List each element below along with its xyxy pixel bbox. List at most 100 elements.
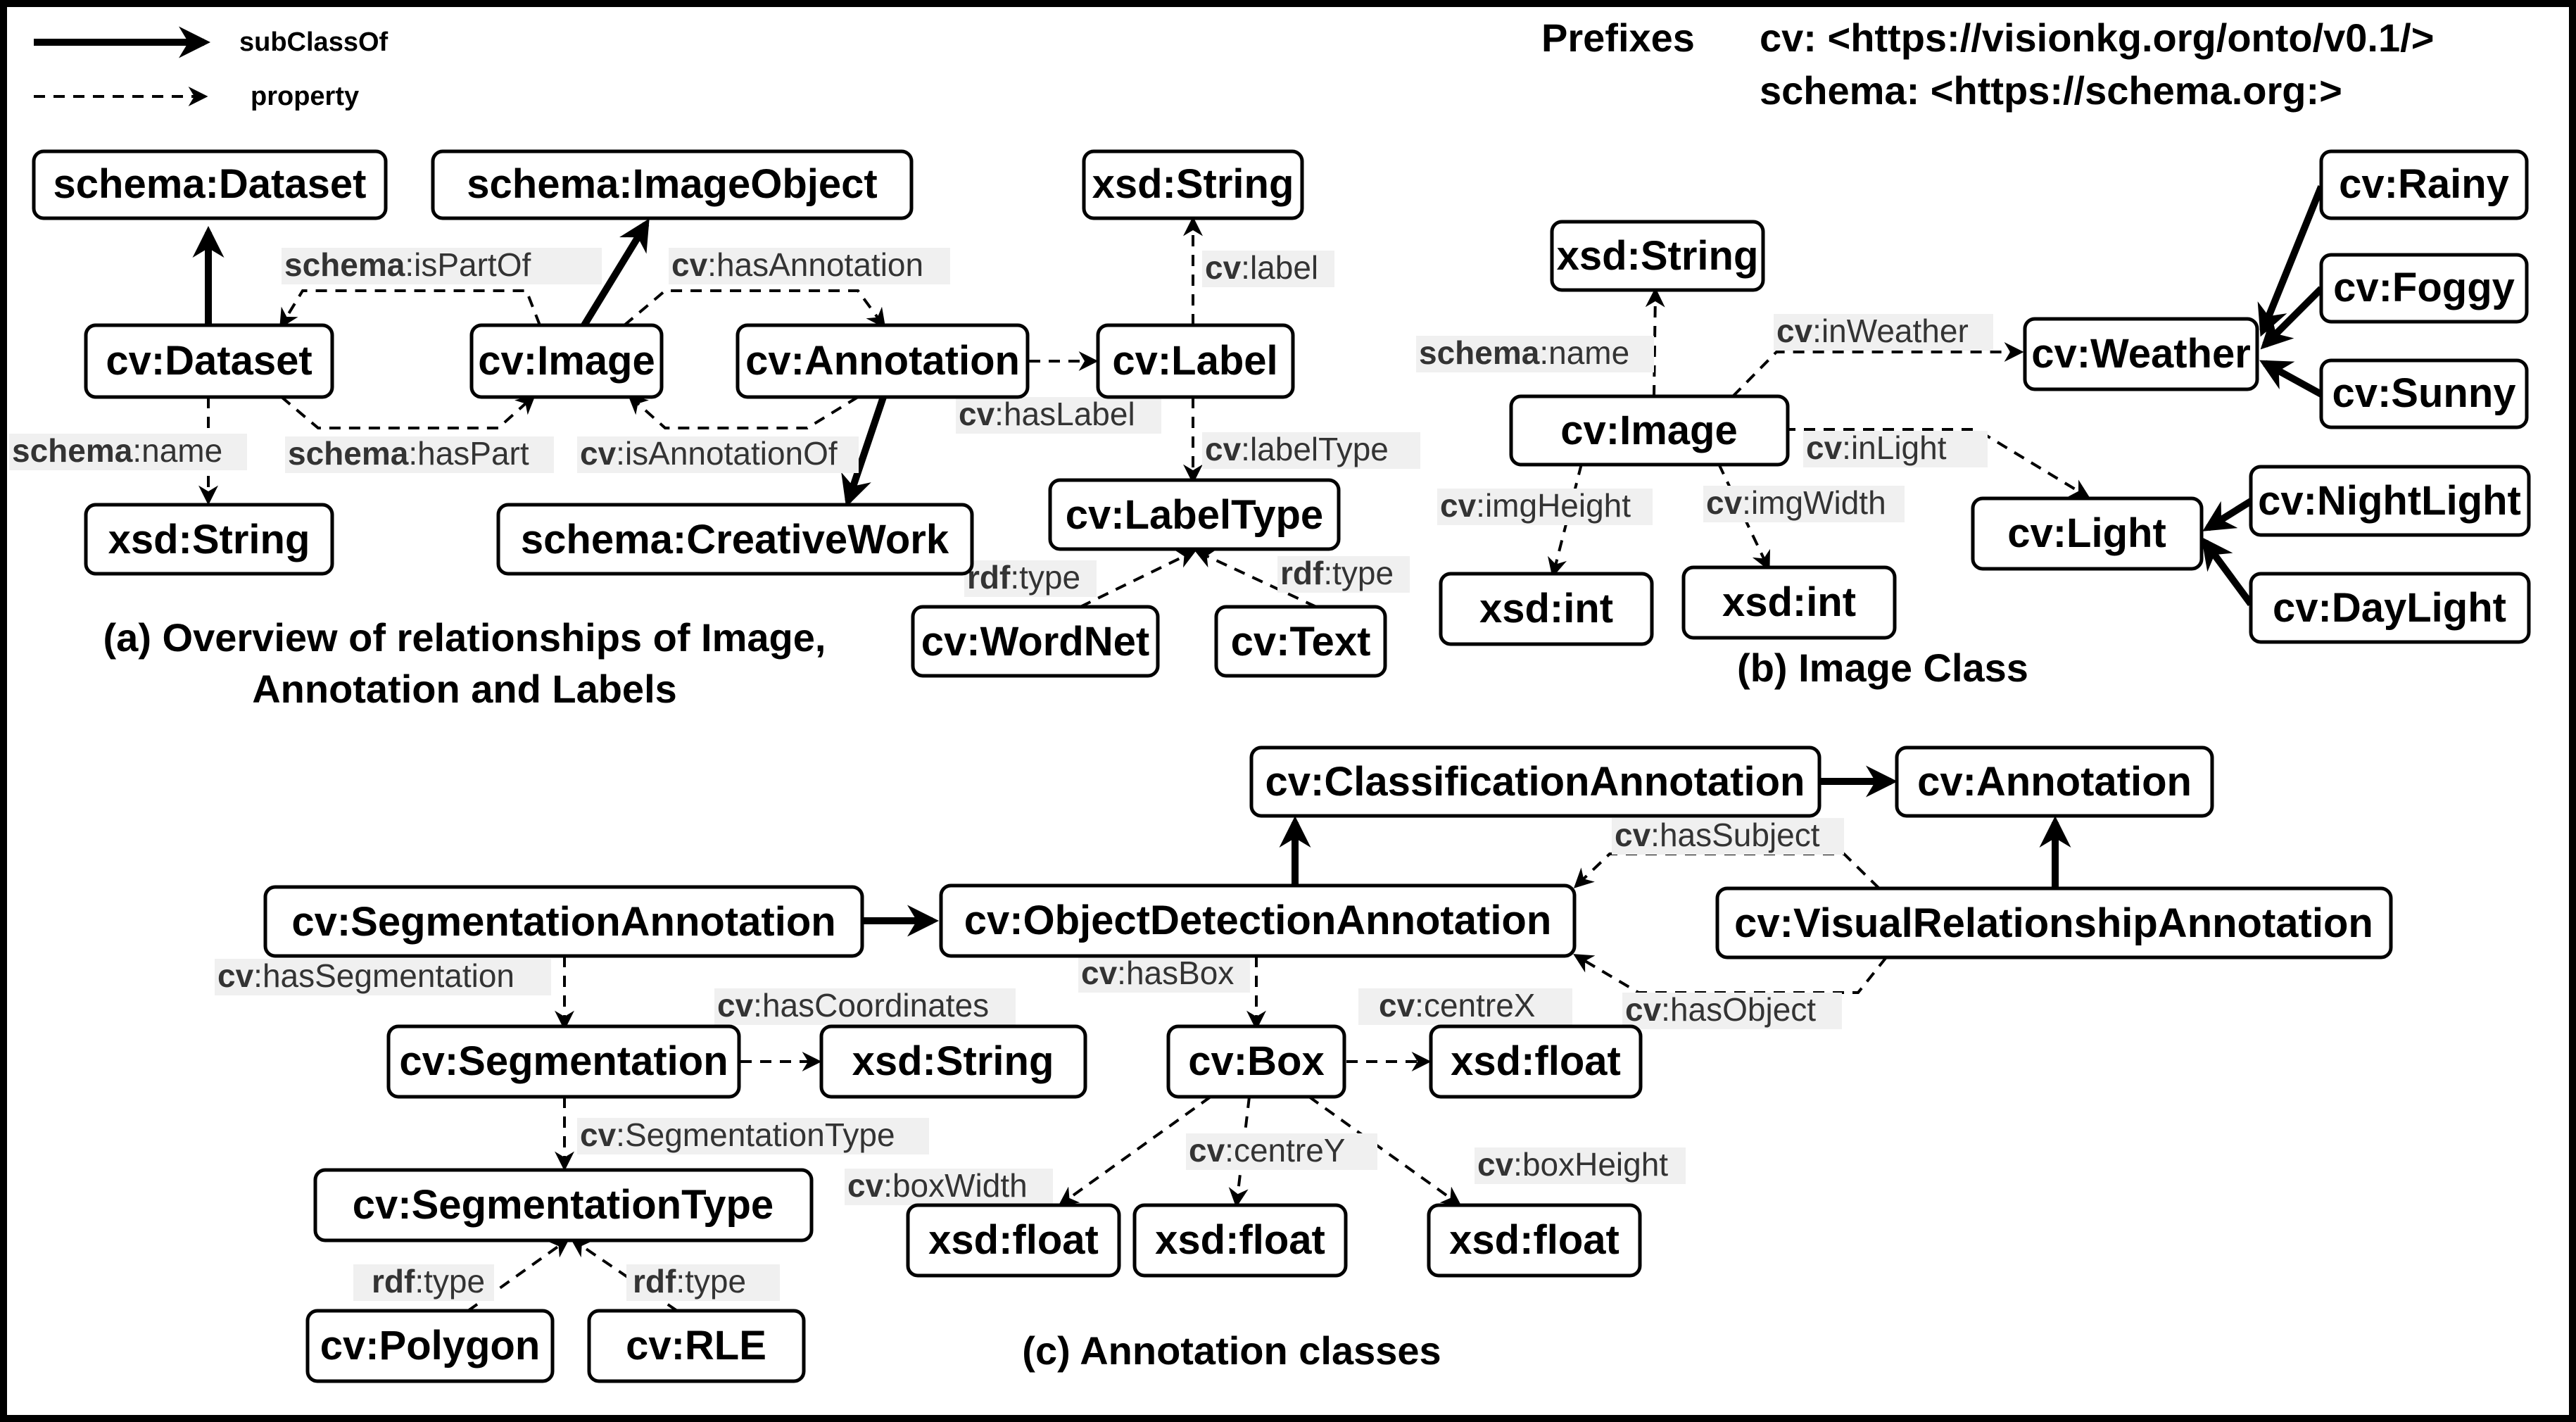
caption-c: (c) Annotation classes bbox=[1022, 1328, 1441, 1373]
svg-text:cv:hasObject: cv:hasObject bbox=[1625, 991, 1816, 1028]
edge-label-boxheight: cv:boxHeight bbox=[1475, 1146, 1686, 1184]
svg-text:cv:Foggy: cv:Foggy bbox=[2333, 265, 2515, 310]
edge-label-imgheight: cv:imgHeight bbox=[1437, 487, 1653, 525]
edge-foggy-subclassof-weather bbox=[2260, 286, 2324, 350]
node-cv-label: cv:Label bbox=[1096, 323, 1295, 399]
node-cv-text: cv:Text bbox=[1214, 605, 1387, 678]
edge-wordnet-type-labeltype bbox=[1080, 550, 1197, 608]
node-xsd-float-centrex: xsd:float bbox=[1429, 1024, 1643, 1099]
node-schema-dataset: schema:Dataset bbox=[32, 149, 388, 220]
edge-label-hascoordinates: cv:hasCoordinates bbox=[714, 987, 1016, 1025]
svg-text:cv:hasCoordinates: cv:hasCoordinates bbox=[717, 987, 989, 1024]
edge-nightlight-subclassof-light bbox=[2202, 498, 2253, 531]
node-cv-segmentationtype: cv:SegmentationType bbox=[313, 1168, 814, 1242]
node-cv-box: cv:Box bbox=[1166, 1024, 1346, 1099]
edge-label-polygon-type: rdf:type bbox=[353, 1263, 494, 1301]
svg-text:cv:Dataset: cv:Dataset bbox=[106, 338, 312, 384]
legend-property-label: property bbox=[251, 82, 359, 111]
svg-text:cv:Rainy: cv:Rainy bbox=[2339, 161, 2509, 207]
node-xsd-string-dataset-name: xsd:String bbox=[84, 503, 334, 576]
caption-a-line1: (a) Overview of relationships of Image, bbox=[103, 615, 826, 660]
edge-label-hasbox: cv:hasBox bbox=[1078, 955, 1250, 993]
svg-text:xsd:String: xsd:String bbox=[108, 517, 310, 562]
svg-text:cv:hasSubject: cv:hasSubject bbox=[1615, 817, 1820, 853]
node-xsd-string-b: xsd:String bbox=[1550, 220, 1765, 292]
svg-text:schema:hasPart: schema:hasPart bbox=[288, 435, 529, 472]
edge-image-hasannotation-annotation bbox=[623, 289, 886, 329]
svg-text:cv:imgHeight: cv:imgHeight bbox=[1440, 487, 1631, 524]
svg-text:cv:inLight: cv:inLight bbox=[1806, 429, 1947, 466]
prefix-cv: cv: <https://visionkg.org/onto/v0.1/> bbox=[1760, 15, 2434, 60]
node-cv-weather: cv:Weather bbox=[2023, 317, 2259, 391]
caption-b: (b) Image Class bbox=[1737, 646, 2028, 690]
svg-text:cv:label: cv:label bbox=[1205, 249, 1318, 286]
svg-text:cv:Polygon: cv:Polygon bbox=[320, 1323, 541, 1368]
edge-label-imgwidth: cv:imgWidth bbox=[1703, 484, 1905, 522]
svg-text:cv:centreX: cv:centreX bbox=[1379, 987, 1535, 1024]
legend: subClassOf property bbox=[34, 26, 389, 111]
edge-label-label: cv:label bbox=[1202, 249, 1334, 287]
svg-text:cv:SegmentationType: cv:SegmentationType bbox=[580, 1116, 895, 1153]
svg-text:cv:boxHeight: cv:boxHeight bbox=[1477, 1146, 1668, 1183]
edge-label-hasobject: cv:hasObject bbox=[1622, 991, 1842, 1029]
node-cv-image-a: cv:Image bbox=[469, 323, 664, 399]
edge-label-wordnet-type: rdf:type bbox=[964, 559, 1097, 597]
edge-rainy-subclassof-weather bbox=[2257, 185, 2325, 337]
edge-bimage-name-xsdstring bbox=[1645, 287, 1665, 397]
svg-text:cv:ObjectDetectionAnnotation: cv:ObjectDetectionAnnotation bbox=[964, 898, 1552, 943]
edge-label-haspart: schema:hasPart bbox=[285, 435, 554, 473]
svg-text:cv:Text: cv:Text bbox=[1231, 619, 1371, 665]
edge-label-inlight: cv:inLight bbox=[1803, 429, 1988, 467]
svg-text:cv:LabelType: cv:LabelType bbox=[1066, 492, 1323, 538]
svg-text:cv:Label: cv:Label bbox=[1112, 338, 1277, 384]
edge-visualrel-hasobject-objectdetection bbox=[1573, 954, 1888, 994]
svg-text:schema:name: schema:name bbox=[1419, 334, 1629, 371]
edge-label-centrey: cv:centreY bbox=[1186, 1132, 1377, 1170]
edge-labels: schema:isPartOf cv:hasAnnotation schema:… bbox=[9, 246, 1993, 1301]
svg-text:cv:isAnnotationOf: cv:isAnnotationOf bbox=[580, 435, 838, 472]
node-cv-nightlight: cv:NightLight bbox=[2249, 465, 2531, 537]
edge-image-subclassof-imageobject bbox=[581, 218, 650, 327]
svg-text:cv:RLE: cv:RLE bbox=[626, 1323, 766, 1368]
node-cv-foggy: cv:Foggy bbox=[2319, 253, 2529, 324]
svg-text:cv:Light: cv:Light bbox=[2007, 510, 2166, 556]
svg-text:xsd:float: xsd:float bbox=[1449, 1217, 1620, 1263]
edge-daylight-subclassof-light bbox=[2201, 536, 2254, 606]
svg-text:cv:Segmentation: cv:Segmentation bbox=[399, 1038, 728, 1084]
svg-text:xsd:float: xsd:float bbox=[1451, 1038, 1621, 1084]
node-cv-annotation-c: cv:Annotation bbox=[1895, 745, 2214, 818]
node-cv-annotation-a: cv:Annotation bbox=[735, 323, 1030, 399]
svg-text:rdf:type: rdf:type bbox=[1280, 555, 1394, 591]
edge-label-inweather: cv:inWeather bbox=[1774, 313, 1993, 351]
node-cv-wordnet: cv:WordNet bbox=[911, 605, 1160, 678]
edge-label-dataset-name: schema:name bbox=[9, 432, 247, 470]
svg-text:xsd:float: xsd:float bbox=[928, 1217, 1099, 1263]
svg-text:schema:CreativeWork: schema:CreativeWork bbox=[521, 517, 949, 562]
edge-bimage-inweather-weather bbox=[1731, 342, 2024, 398]
node-cv-dataset: cv:Dataset bbox=[84, 323, 334, 399]
svg-text:cv:boxWidth: cv:boxWidth bbox=[847, 1167, 1028, 1204]
captions: (a) Overview of relationships of Image, … bbox=[103, 615, 2028, 1373]
svg-text:xsd:String: xsd:String bbox=[852, 1038, 1054, 1084]
node-cv-labeltype: cv:LabelType bbox=[1048, 478, 1341, 551]
prefix-schema: schema: <https://schema.org:> bbox=[1760, 68, 2342, 113]
edge-sunny-subclassof-weather bbox=[2259, 360, 2323, 398]
node-cv-image-b: cv:Image bbox=[1509, 394, 1790, 467]
edge-label-centrex: cv:centreX bbox=[1358, 987, 1572, 1025]
node-cv-segmentation: cv:Segmentation bbox=[386, 1024, 741, 1099]
svg-text:cv:inWeather: cv:inWeather bbox=[1776, 313, 1969, 349]
svg-text:cv:hasAnnotation: cv:hasAnnotation bbox=[671, 246, 923, 283]
edge-box-centrey-float bbox=[1228, 1096, 1251, 1208]
svg-text:schema:ImageObject: schema:ImageObject bbox=[467, 161, 877, 207]
svg-text:cv:SegmentationAnnotation: cv:SegmentationAnnotation bbox=[291, 899, 835, 945]
edge-label-haslabel: cv:hasLabel bbox=[956, 396, 1161, 434]
svg-text:cv:imgWidth: cv:imgWidth bbox=[1706, 484, 1886, 521]
node-cv-segmentationannotation: cv:SegmentationAnnotation bbox=[263, 885, 864, 958]
edge-label-isannotationof: cv:isAnnotationOf bbox=[577, 435, 859, 473]
svg-text:cv:centreY: cv:centreY bbox=[1189, 1132, 1345, 1169]
edge-label-boxwidth: cv:boxWidth bbox=[845, 1167, 1053, 1205]
node-xsd-float-boxwidth: xsd:float bbox=[906, 1203, 1121, 1278]
svg-text:cv:SegmentationType: cv:SegmentationType bbox=[353, 1182, 774, 1228]
node-cv-classificationannotation: cv:ClassificationAnnotation bbox=[1249, 745, 1821, 818]
